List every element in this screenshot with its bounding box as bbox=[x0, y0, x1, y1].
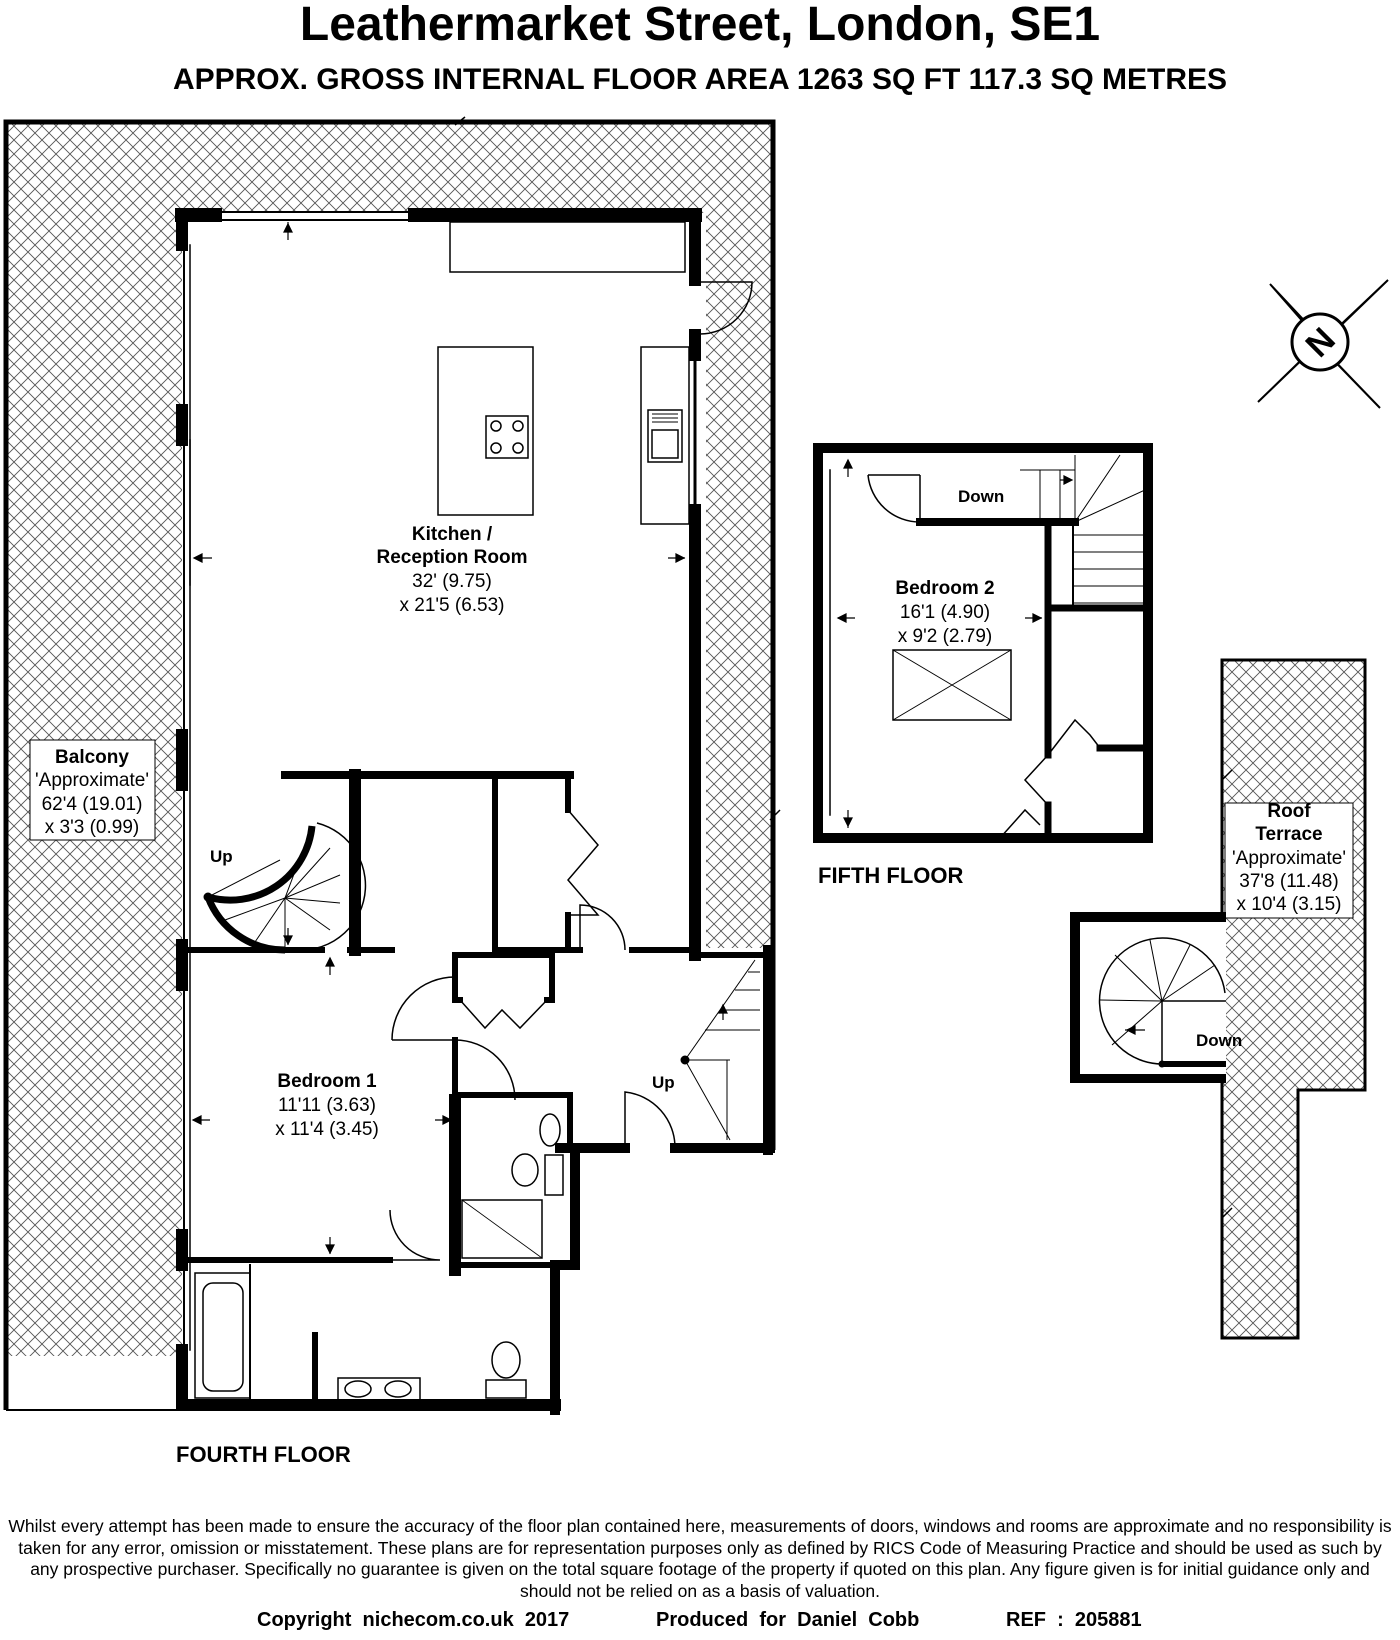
roof-terrace-name-line2: Terrace bbox=[1255, 824, 1322, 845]
roof-terrace-note: 'Approximate' bbox=[1232, 848, 1346, 869]
reference-text: REF : 205881 bbox=[1006, 1609, 1142, 1631]
roof-terrace-dim-2: x 10'4 (3.15) bbox=[1236, 894, 1341, 915]
stair-down-label-roof: Down bbox=[1196, 1031, 1242, 1050]
balcony-label: Balcony 'Approximate' 62'4 (19.01) x 3'3… bbox=[29, 739, 156, 841]
fourth-floor-walls bbox=[175, 208, 775, 1415]
balcony-dim-1: 62'4 (19.01) bbox=[42, 794, 143, 815]
produced-for-text: Produced for Daniel Cobb bbox=[656, 1609, 920, 1631]
fifth-floor-walls bbox=[813, 443, 1153, 843]
bedroom1-dim-2: x 11'4 (3.45) bbox=[275, 1119, 379, 1140]
bedroom1-dim-1: 11'11 (3.63) bbox=[278, 1095, 376, 1116]
bedroom2-dim-2: x 9'2 (2.79) bbox=[898, 626, 992, 647]
kitchen-dim-2: x 21'5 (6.53) bbox=[399, 595, 504, 616]
page-title: Leathermarket Street, London, SE1 bbox=[299, 0, 1101, 51]
bedroom2-name: Bedroom 2 bbox=[895, 578, 994, 599]
fourth-floor-label: FOURTH FLOOR bbox=[176, 1442, 351, 1467]
fifth-floor-fixtures bbox=[867, 454, 1146, 806]
stair-down-label-fifth: Down bbox=[958, 487, 1004, 506]
roof-terrace-dim-1: 37'8 (11.48) bbox=[1239, 871, 1338, 892]
break-marks bbox=[454, 116, 1233, 1219]
spiral-staircase-fourth bbox=[203, 822, 367, 954]
bedroom1-name: Bedroom 1 bbox=[277, 1071, 377, 1092]
stair-up-label-spiral: Up bbox=[210, 847, 233, 866]
balcony-name: Balcony bbox=[55, 747, 129, 768]
kitchen-name-line1: Kitchen / bbox=[412, 524, 493, 545]
fourth-floor-fixtures bbox=[194, 221, 690, 1401]
roof-terrace-name-line1: Roof bbox=[1267, 801, 1311, 822]
bedroom1-label: Bedroom 1 11'11 (3.63) x 11'4 (3.45) bbox=[275, 1071, 379, 1140]
fifth-floor-label: FIFTH FLOOR bbox=[818, 863, 964, 888]
fourth-floor-doors bbox=[389, 281, 1041, 1261]
balcony-note: 'Approximate' bbox=[35, 770, 149, 791]
copyright-text: Copyright nichecom.co.uk 2017 bbox=[257, 1609, 570, 1631]
roof-terrace-label: Roof Terrace 'Approximate' 37'8 (11.48) … bbox=[1232, 801, 1346, 915]
straight-staircase-fourth bbox=[680, 959, 760, 1141]
compass-icon: N bbox=[1257, 279, 1389, 409]
balcony-area bbox=[3, 119, 776, 1411]
bedroom2-dim-1: 16'1 (4.90) bbox=[900, 602, 990, 623]
dimension-arrows bbox=[191, 222, 1145, 1255]
roof-stair-enclosure bbox=[1070, 912, 1226, 1083]
floor-area-subtitle: APPROX. GROSS INTERNAL FLOOR AREA 1263 S… bbox=[172, 63, 1228, 96]
fourth-floor-internal-walls bbox=[179, 769, 698, 1408]
roof-terrace-area bbox=[1220, 658, 1367, 1340]
kitchen-name-line2: Reception Room bbox=[377, 547, 528, 568]
bedroom2-label: Bedroom 2 16'1 (4.90) x 9'2 (2.79) bbox=[895, 578, 994, 647]
kitchen-dim-1: 32' (9.75) bbox=[412, 571, 492, 592]
stair-up-label-straight: Up bbox=[652, 1073, 675, 1092]
kitchen-reception-label: Kitchen / Reception Room 32' (9.75) x 21… bbox=[377, 524, 528, 616]
disclaimer-text: Whilst every attempt has been made to en… bbox=[8, 1516, 1392, 1601]
balcony-dim-2: x 3'3 (0.99) bbox=[45, 817, 139, 838]
